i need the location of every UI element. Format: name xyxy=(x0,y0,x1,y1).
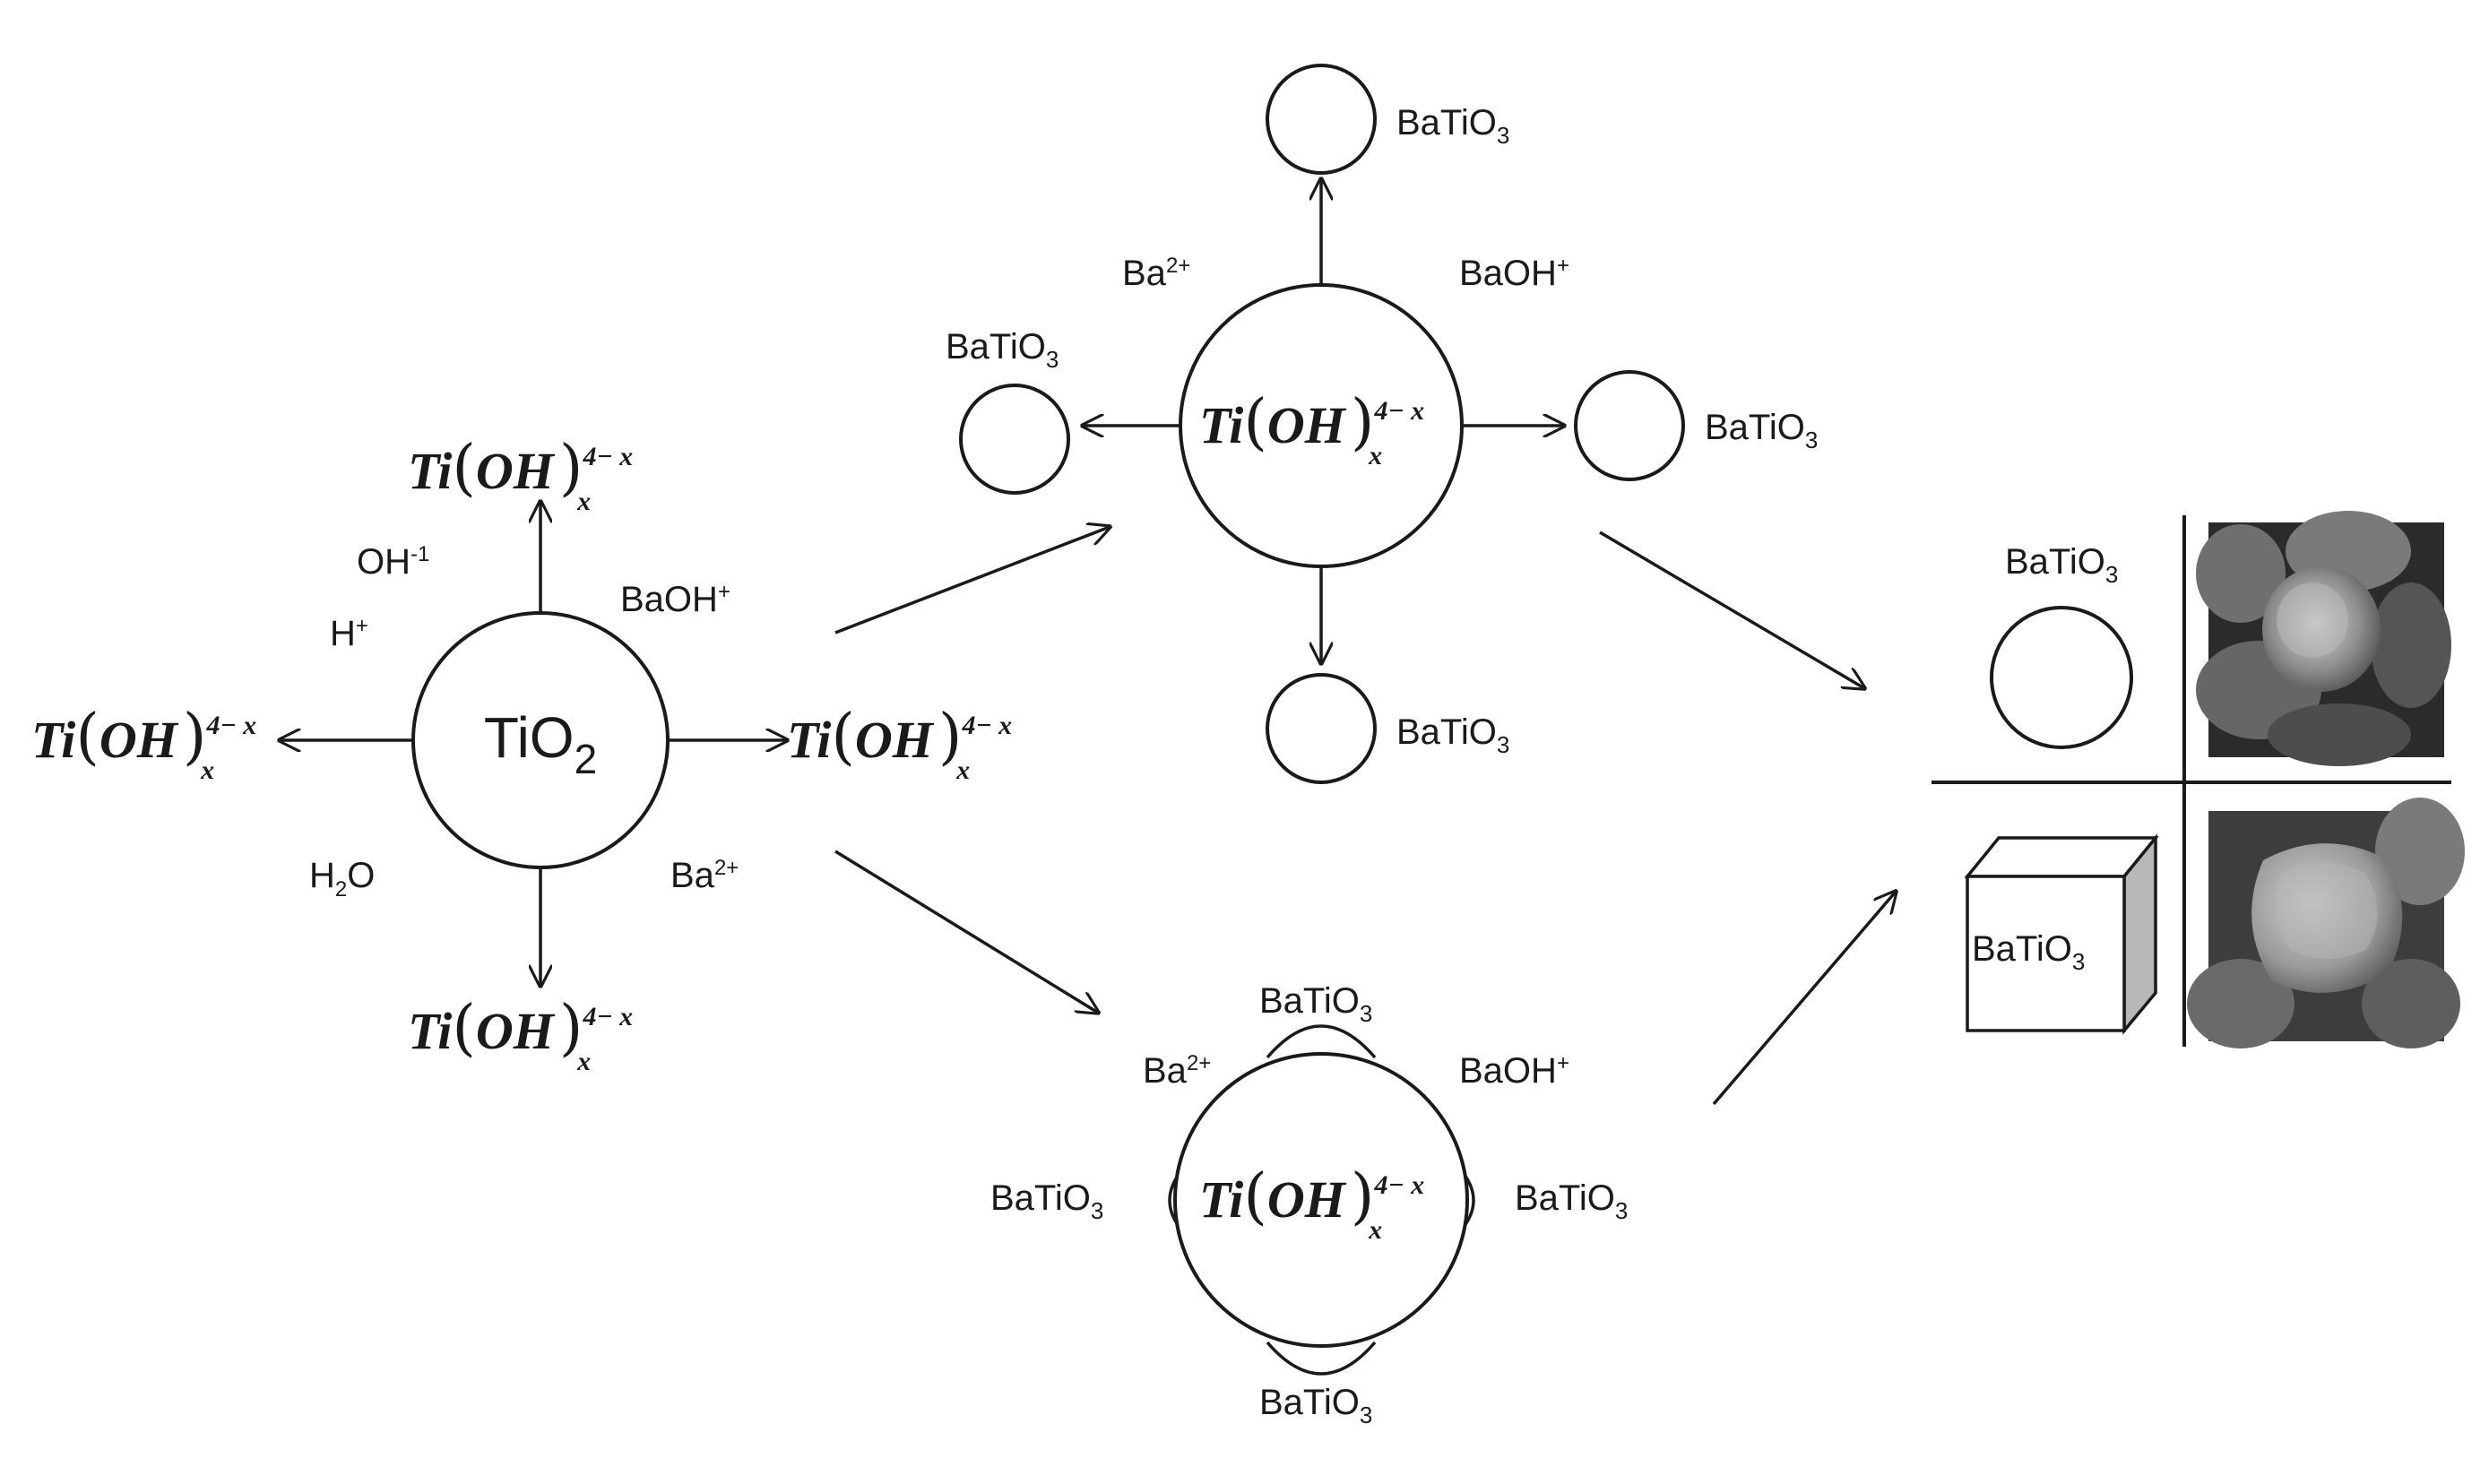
arrow-bottom-to-result xyxy=(1712,892,1896,1106)
ion-ba2-plus-bottom: Ba2+ xyxy=(1143,1051,1211,1091)
result-panel: BaTiO3 BaTiO3 xyxy=(1932,511,2465,1048)
batio3-cap-label-right: BaTiO3 xyxy=(1515,1178,1628,1224)
cap-bottom xyxy=(1266,1341,1377,1376)
ion-h-plus: H+ xyxy=(330,614,368,653)
ion-baoh-plus-top: BaOH+ xyxy=(1459,254,1569,293)
batio3-particle-right xyxy=(1574,370,1685,481)
arrow-top-to-result xyxy=(1599,531,1864,688)
batio3-sphere-label: BaTiO3 xyxy=(2005,542,2118,588)
ion-baoh-plus-bottom: BaOH+ xyxy=(1459,1051,1569,1091)
batio3-cube: BaTiO3 xyxy=(1964,833,2159,1035)
ion-ba2-plus-top: Ba2+ xyxy=(1122,254,1190,293)
arrow-to-bottom-path xyxy=(834,850,1098,1013)
batio3-label-down: BaTiO3 xyxy=(1396,712,1509,758)
ion-water: H2O xyxy=(309,856,375,902)
batio3-cap-label-left: BaTiO3 xyxy=(990,1178,1103,1224)
batio3-particle-down xyxy=(1266,673,1377,784)
batio3-cap-label-bottom: BaTiO3 xyxy=(1259,1383,1372,1428)
hydroxide-particle-bottom xyxy=(1173,1052,1469,1348)
cap-top xyxy=(1266,1024,1377,1059)
cube-front-face xyxy=(1966,875,2126,1032)
arrow-to-top-path xyxy=(834,527,1110,634)
sem-image-cubic xyxy=(2187,798,2465,1048)
batio3-particle-up xyxy=(1266,64,1377,175)
batio3-label-up: BaTiO3 xyxy=(1396,103,1509,149)
ion-baoh-plus-left: BaOH+ xyxy=(620,580,730,619)
batio3-sphere xyxy=(1990,606,2133,749)
batio3-label-left: BaTiO3 xyxy=(946,327,1059,373)
sem-image-spherical xyxy=(2196,511,2451,766)
batio3-label-right: BaTiO3 xyxy=(1705,408,1818,453)
batio3-cube-label: BaTiO3 xyxy=(1972,929,2085,975)
batio3-cap-label-top: BaTiO3 xyxy=(1259,981,1372,1027)
ion-ba2-plus-left: Ba2+ xyxy=(670,856,739,895)
ion-oh-minus: OH-1 xyxy=(357,542,429,582)
batio3-particle-left xyxy=(959,384,1070,495)
tio2-label: TiO2 xyxy=(484,705,597,782)
